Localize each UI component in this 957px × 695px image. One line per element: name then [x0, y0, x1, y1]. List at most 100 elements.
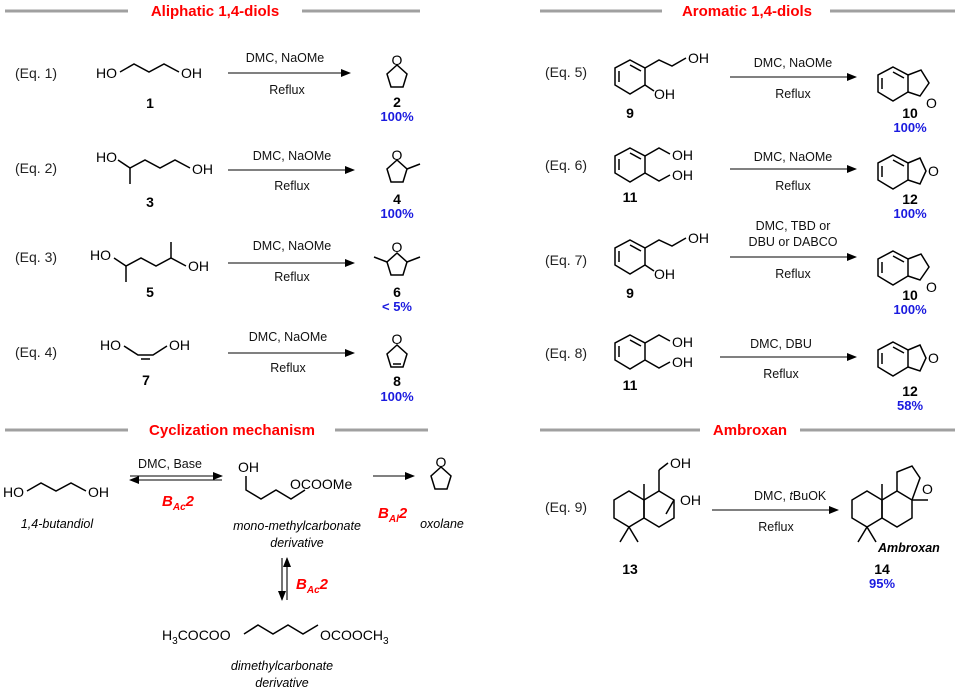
yield-6: < 5% [382, 299, 412, 314]
yield-14: 95% [869, 576, 895, 591]
atom-oh: OH [672, 334, 693, 350]
compound-label-9: 9 [626, 285, 634, 301]
compound-label-5: 5 [146, 284, 154, 300]
section-title-aromatic: Aromatic 1,4-diols [682, 3, 812, 20]
ambroxan-ring-b [881, 490, 913, 528]
dimethyl-thf-ring [386, 251, 408, 276]
section-header-aliphatic: Aliphatic 1,4-diols [5, 3, 420, 20]
equation-7: (Eq. 7) OH OH 9 DMC, TBD or DBU or DABCO… [545, 219, 937, 317]
bac2-label-2: BAc2 [296, 576, 329, 596]
bac2-label-1: BAc2 [162, 493, 195, 513]
compound-label-10: 10 [902, 105, 918, 121]
condition-reflux: Reflux [274, 270, 310, 284]
eq-label-9: (Eq. 9) [545, 499, 587, 515]
compound-label-11: 11 [623, 189, 638, 205]
equation-1: (Eq. 1) HO OH 1 DMC, NaOMe Reflux O 2 10… [15, 51, 414, 124]
eq-label-6: (Eq. 6) [545, 157, 587, 173]
compound-label-2: 2 [393, 94, 401, 110]
eq-label-4: (Eq. 4) [15, 344, 57, 360]
condition-reagent: DMC, DBU [750, 337, 812, 351]
eq-label-3: (Eq. 3) [15, 249, 57, 265]
ring-oxygen: O [392, 147, 403, 163]
atom-ho: HO [96, 149, 117, 165]
atom-oh: OH [192, 161, 213, 177]
yield-4: 100% [380, 206, 414, 221]
eq-label-7: (Eq. 7) [545, 252, 587, 268]
equation-8: (Eq. 8) OH OH 11 DMC, DBU Reflux O 12 58… [545, 334, 939, 413]
carbonate-group: OCOOMe [290, 476, 352, 492]
condition-reagent: DMC, NaOMe [754, 56, 833, 70]
ring-oxygen: O [392, 52, 403, 68]
mono-label-line1: mono-methylcarbonate [233, 519, 361, 533]
eq-label-1: (Eq. 1) [15, 65, 57, 81]
atom-oh: OH [169, 337, 190, 353]
yield-10: 100% [893, 120, 927, 135]
atom-oh: OH [680, 492, 701, 508]
dimethylcarbonate-label-line2: derivative [255, 676, 309, 690]
compound-label-12: 12 [902, 191, 918, 207]
condition-reagent-line2: DBU or DABCO [749, 235, 838, 249]
oxolane-label: oxolane [420, 517, 464, 531]
yield-2: 100% [380, 109, 414, 124]
yield-12: 58% [897, 398, 923, 413]
decalin-ring-a [613, 490, 645, 528]
section-title-ambroxan: Ambroxan [713, 422, 787, 439]
atom-oh: OH [654, 266, 675, 282]
section-header-mechanism: Cyclization mechanism [5, 422, 428, 439]
atom-ho: HO [90, 247, 111, 263]
ring-oxygen: O [392, 331, 403, 347]
yield-10: 100% [893, 302, 927, 317]
section-title-aliphatic: Aliphatic 1,4-diols [151, 3, 279, 20]
dimethylcarbonate-left: H3COCOO [162, 627, 231, 647]
condition-reflux: Reflux [775, 267, 811, 281]
condition-reflux: Reflux [274, 179, 310, 193]
equation-4: (Eq. 4) HO OH 7 DMC, NaOMe Reflux O 8 10… [15, 330, 414, 404]
atom-oh: OH [238, 459, 259, 475]
condition-reagent: DMC, NaOMe [249, 330, 328, 344]
atom-ho: HO [96, 65, 117, 81]
condition-reflux: Reflux [758, 520, 794, 534]
mechanism-scheme: HO OH 1,4-butandiol DMC, Base BAc2 OH OC… [3, 454, 464, 690]
ambroxan-label: Ambroxan [877, 541, 940, 555]
dimethylcarbonate-right: OCOOCH3 [320, 627, 389, 647]
methyl-thf-ring [386, 158, 408, 183]
eq-label-2: (Eq. 2) [15, 160, 57, 176]
atom-oh: OH [672, 354, 693, 370]
yield-8: 100% [380, 389, 414, 404]
section-header-aromatic: Aromatic 1,4-diols [540, 3, 955, 20]
atom-oh: OH [672, 167, 693, 183]
ring-oxygen: O [928, 350, 939, 366]
equation-5: (Eq. 5) OH OH 9 DMC, NaOMe Reflux O 10 1… [545, 50, 937, 135]
thf-ring [386, 63, 408, 88]
section-header-ambroxan: Ambroxan [540, 422, 955, 439]
atom-ho: HO [100, 337, 121, 353]
eq-label-5: (Eq. 5) [545, 64, 587, 80]
condition-reagent-line1: DMC, TBD or [756, 219, 831, 233]
equation-2: (Eq. 2) HO OH 3 DMC, NaOMe Reflux O 4 10… [15, 147, 421, 221]
ambroxan-ring-a [851, 490, 883, 528]
condition-reflux: Reflux [763, 367, 799, 381]
atom-oh: OH [188, 258, 209, 274]
compound-label-12: 12 [902, 383, 918, 399]
condition-reflux: Reflux [775, 87, 811, 101]
compound-label-9: 9 [626, 105, 634, 121]
ring-oxygen: O [926, 95, 937, 111]
atom-oh: OH [688, 230, 709, 246]
condition-reagent: DMC, NaOMe [253, 149, 332, 163]
condition-reflux: Reflux [270, 361, 306, 375]
dimethylcarbonate-label-line1: dimethylcarbonate [231, 659, 333, 673]
equation-9: (Eq. 9) OH OH 13 DMC, tBuOK Reflux O Amb… [545, 455, 940, 591]
atom-oh: OH [181, 65, 202, 81]
eq-label-8: (Eq. 8) [545, 345, 587, 361]
ambroxan-ring-c [896, 465, 921, 501]
compound-label-7: 7 [142, 372, 150, 388]
compound-label-11: 11 [623, 377, 638, 393]
butandiol-label: 1,4-butandiol [21, 517, 95, 531]
condition-reflux: Reflux [775, 179, 811, 193]
atom-oh: OH [672, 147, 693, 163]
ring-oxygen: O [436, 454, 447, 470]
atom-oh: OH [688, 50, 709, 66]
compound-label-4: 4 [393, 191, 401, 207]
condition-reflux: Reflux [269, 83, 305, 97]
